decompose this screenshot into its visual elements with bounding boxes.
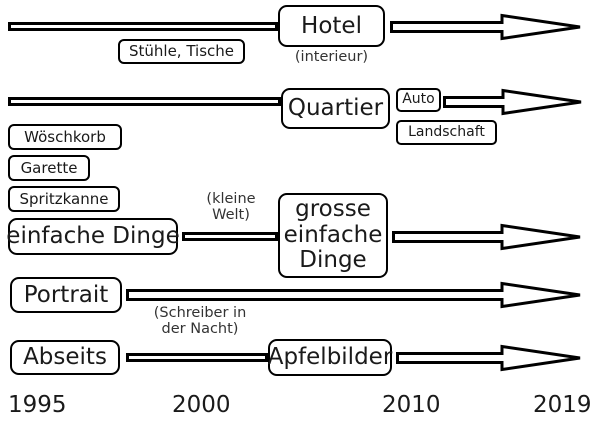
tag-landschaft[interactable]: Landschaft	[396, 120, 497, 145]
box-abseits[interactable]: Abseits	[10, 340, 120, 375]
apfelbilder-arrow-right	[396, 344, 582, 372]
caption-kleine-welt: (kleine Welt)	[206, 191, 256, 224]
tag-stuehle-tische[interactable]: Stühle, Tische	[118, 39, 245, 64]
portrait-arrow-right	[126, 281, 582, 309]
quartier-shaft-left	[8, 97, 281, 106]
abseits-connector	[126, 353, 268, 362]
box-portrait[interactable]: Portrait	[10, 277, 122, 313]
tag-spritzkanne[interactable]: Spritzkanne	[8, 186, 120, 212]
caption-schreiber-in-der-nacht: (Schreiber in der Nacht)	[153, 305, 247, 338]
hotel-arrow-right	[390, 13, 582, 41]
grosse-einfache-dinge-arrow-right	[392, 223, 582, 251]
axis-tick-2000: 2000	[172, 392, 231, 418]
caption-hotel-interieur: (interieur)	[294, 49, 369, 65]
quartier-arrow-right	[443, 88, 583, 116]
axis-tick-2019: 2019	[533, 392, 592, 418]
box-quartier[interactable]: Quartier	[281, 88, 390, 129]
axis-tick-1995: 1995	[8, 392, 67, 418]
hotel-shaft-left	[8, 22, 278, 31]
axis-tick-2010: 2010	[382, 392, 441, 418]
box-hotel[interactable]: Hotel	[278, 5, 385, 47]
box-apfelbilder[interactable]: Apfelbilder	[268, 339, 392, 376]
box-grosse-einfache-dinge[interactable]: grosse einfache Dinge	[278, 193, 388, 278]
tag-woeschkorb[interactable]: Wöschkorb	[8, 124, 122, 150]
box-einfache-dinge[interactable]: einfache Dinge	[6, 218, 180, 255]
tag-auto[interactable]: Auto	[396, 88, 441, 112]
tag-garette[interactable]: Garette	[8, 155, 90, 181]
einfache-dinge-connector	[182, 232, 278, 241]
